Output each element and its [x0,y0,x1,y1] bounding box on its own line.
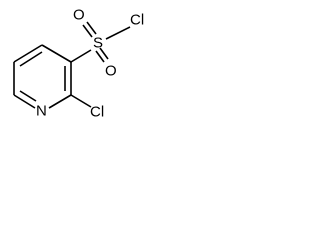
sulfur-chlorine-label: Cl [130,12,144,29]
bond-c3-s [70,49,92,63]
substituent-bonds [70,21,131,108]
bond-c5-c4-double [19,51,43,67]
bond-c5-c4 [13,44,43,63]
bond-s-o-left-b [86,21,97,35]
bond-n-c6 [13,94,36,109]
bond-s-o-bottom-a [95,50,105,63]
oxygen-bottom-label: O [105,63,117,80]
nitrogen-label: N [36,103,47,120]
ring-chlorine-label: Cl [90,104,104,121]
bond-c4-c3 [41,44,72,63]
bond-c2-cl [70,94,92,108]
atom-labels: N Cl S O O Cl [36,7,144,121]
bond-s-cl [105,26,131,40]
sulfur-label: S [93,35,103,52]
oxygen-left-label: O [73,7,85,24]
pyridine-ring [13,44,72,109]
bond-s-o-left-a [82,24,93,38]
bond-c2-n [48,94,72,109]
bond-s-o-bottom-b [99,47,109,60]
chemical-structure-diagram: N Cl S O O Cl [13,7,144,121]
bond-n-c6-double [19,90,37,102]
